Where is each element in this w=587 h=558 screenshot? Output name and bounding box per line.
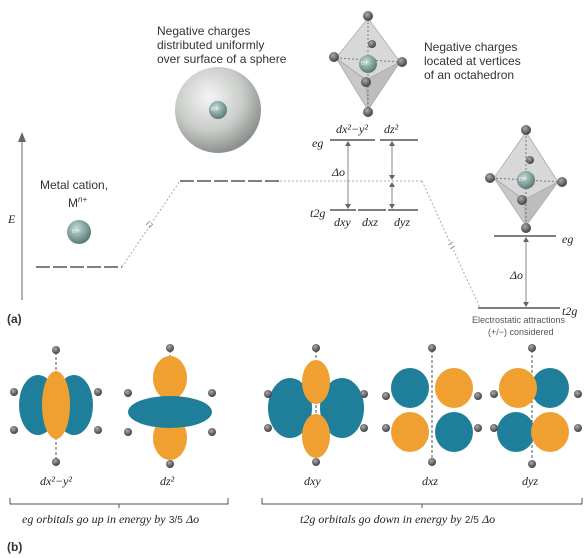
octahedron-top [329, 11, 407, 117]
orbital-label: dz² [160, 474, 175, 488]
octahedral-splitting [330, 139, 418, 211]
orbital-dx2y2 [10, 346, 102, 466]
orbital-label: dyz [522, 474, 538, 488]
ion-symbol: n+ [361, 60, 369, 67]
eg-bracket [9, 498, 229, 508]
delta-o-label: Δo [332, 165, 346, 179]
eg-label: eg [312, 136, 324, 150]
octa-text-1: Negative charges [424, 40, 518, 54]
sphere-text-1: Negative charges [157, 24, 251, 38]
dx2y2-level-label: dx²−y² [336, 122, 368, 136]
octahedron-right [485, 125, 567, 233]
electrostatic-label-2: (+/−) considered [488, 327, 554, 337]
connector-line [421, 180, 481, 309]
octa-text-3: of an octahedron [424, 68, 515, 82]
t2g-label: t2g [562, 304, 578, 318]
connector-line [121, 180, 181, 268]
orbital-label: dxy [304, 474, 321, 488]
metal-ion [67, 220, 91, 244]
charge-sphere [175, 67, 261, 153]
orbital-dz2 [124, 344, 216, 468]
ion-symbol: n+ [211, 106, 219, 113]
eg-caption: eg orbitals go up in energy by 3/5 Δo [22, 512, 200, 526]
ion-symbol: n+ [519, 176, 527, 183]
t2g-label: t2g [310, 206, 326, 220]
t2g-bracket [261, 498, 583, 508]
axis-break-mark [447, 241, 456, 250]
sphere-text-3: over surface of a sphere [157, 52, 287, 66]
dyz-level-label: dyz [394, 215, 410, 229]
sphere-text-2: distributed uniformly [157, 38, 265, 52]
orbital-dyz [490, 344, 582, 468]
energy-axis [18, 132, 26, 300]
dxy-level-label: dxy [334, 215, 351, 229]
ion-symbol: n+ [72, 228, 80, 235]
orbital-dxz [382, 344, 482, 466]
dxz-level-label: dxz [362, 215, 378, 229]
electrostatic-label-1: Electrostatic attractions [472, 315, 566, 325]
orbital-dxy [264, 344, 368, 466]
panel-b-label: (b) [7, 540, 23, 554]
dz2-level-label: dz² [384, 122, 399, 136]
eg-label: eg [562, 232, 574, 246]
energy-axis-label: E [8, 212, 16, 226]
orbital-label: dx²−y² [40, 474, 72, 488]
orbital-label: dxz [422, 474, 438, 488]
panel-a-label: (a) [7, 312, 22, 326]
delta-o-label: Δo [510, 268, 524, 282]
attraction-splitting [478, 235, 560, 309]
octa-text-2: located at vertices [424, 54, 521, 68]
metal-cation-formula: Mn+ [68, 195, 88, 210]
axis-break-mark [145, 220, 154, 229]
t2g-caption: t2g orbitals go down in energy by 2/5 Δo [300, 512, 496, 526]
metal-cation-label: Metal cation, [40, 178, 109, 192]
